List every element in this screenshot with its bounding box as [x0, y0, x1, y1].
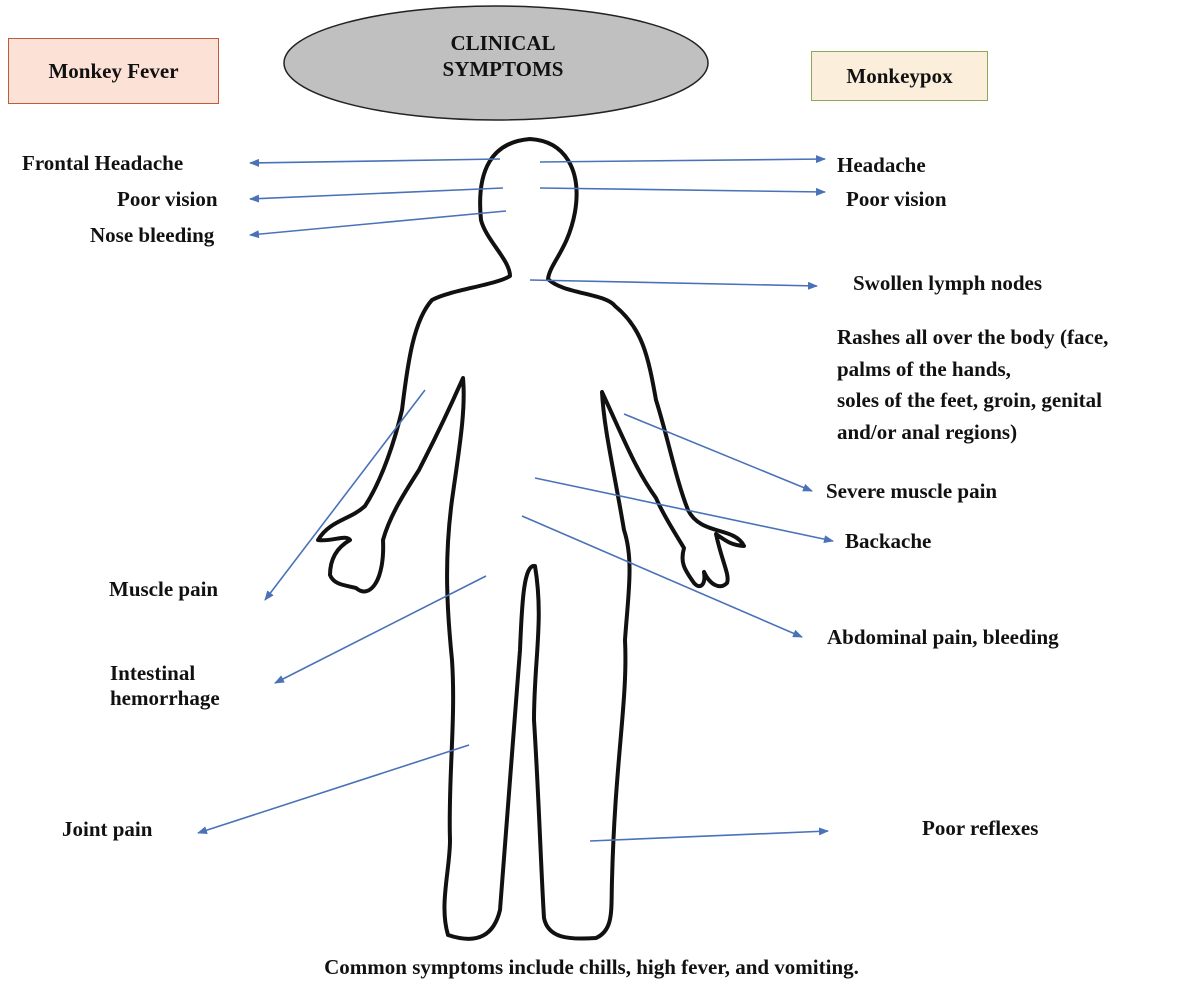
monkeypox-label: Monkeypox	[846, 64, 952, 89]
monkey-fever-header: Monkey Fever	[8, 38, 219, 104]
label-joint-pain: Joint pain	[62, 817, 152, 842]
label-rashes: Rashes all over the body (face, palms of…	[837, 322, 1108, 448]
label-muscle-pain: Muscle pain	[109, 577, 218, 602]
title-line-2: SYMPTOMS	[403, 56, 603, 82]
intestinal-line-2: hemorrhage	[110, 686, 220, 711]
arrow-headache	[540, 159, 825, 162]
rashes-line-4: and/or anal regions)	[837, 417, 1108, 449]
label-swollen-lymph-nodes: Swollen lymph nodes	[853, 271, 1042, 296]
arrow-severe-muscle-pain	[624, 414, 812, 491]
intestinal-line-1: Intestinal	[110, 661, 220, 686]
label-nose-bleeding: Nose bleeding	[90, 223, 214, 248]
label-backache: Backache	[845, 529, 931, 554]
monkeypox-header: Monkeypox	[811, 51, 988, 101]
arrow-backache	[535, 478, 833, 541]
arrow-joint-pain	[198, 745, 469, 833]
arrow-poor-vision-right	[540, 188, 825, 192]
arrow-swollen-lymph-nodes	[530, 280, 817, 286]
title-line-1: CLINICAL	[403, 30, 603, 56]
arrow-nose-bleeding	[250, 211, 506, 235]
label-abdominal-pain: Abdominal pain, bleeding	[827, 625, 1059, 650]
label-poor-vision-right: Poor vision	[846, 187, 947, 212]
body-outline	[318, 139, 744, 939]
arrow-poor-reflexes	[590, 831, 828, 841]
arrow-poor-vision-left	[250, 188, 503, 199]
label-frontal-headache: Frontal Headache	[22, 151, 183, 176]
diagram-title: CLINICAL SYMPTOMS	[403, 30, 603, 83]
label-poor-vision-left: Poor vision	[117, 187, 218, 212]
label-intestinal-hemorrhage: Intestinal hemorrhage	[110, 661, 220, 711]
rashes-line-2: palms of the hands,	[837, 354, 1108, 386]
rashes-line-1: Rashes all over the body (face,	[837, 322, 1108, 354]
arrow-frontal-headache	[250, 159, 500, 163]
label-poor-reflexes: Poor reflexes	[922, 816, 1038, 841]
arrow-abdominal-pain	[522, 516, 802, 637]
label-headache: Headache	[837, 153, 926, 178]
label-severe-muscle-pain: Severe muscle pain	[826, 479, 997, 504]
monkey-fever-label: Monkey Fever	[48, 59, 178, 84]
rashes-line-3: soles of the feet, groin, genital	[837, 385, 1108, 417]
arrow-muscle-pain	[265, 390, 425, 600]
footer-note: Common symptoms include chills, high fev…	[0, 955, 1183, 980]
